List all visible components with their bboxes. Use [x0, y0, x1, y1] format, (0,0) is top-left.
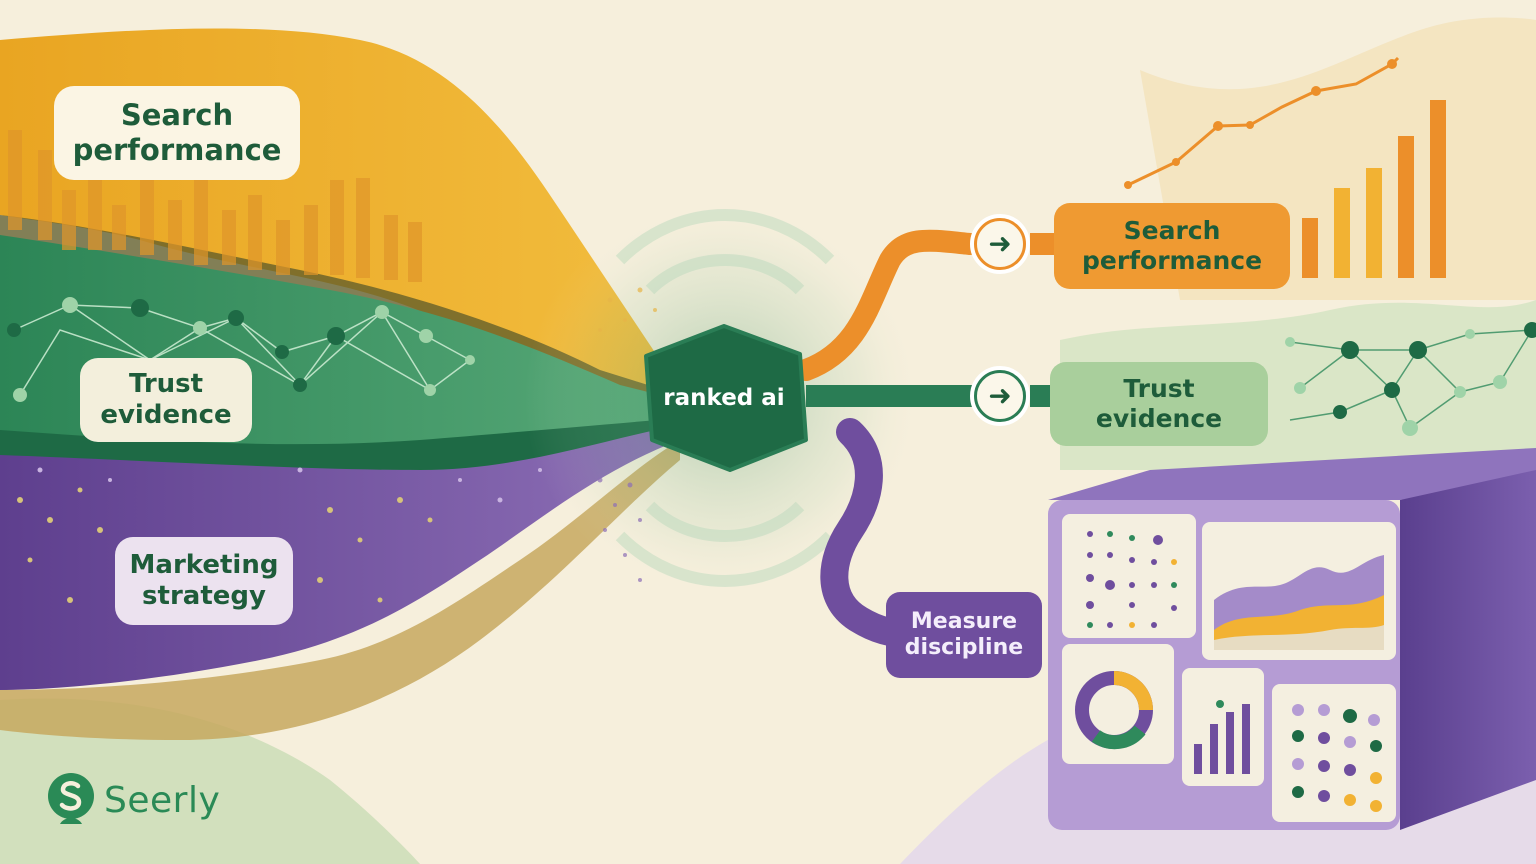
trust-evidence-arrow-button[interactable]: ➜ — [970, 366, 1030, 426]
input-label-line: performance — [72, 133, 282, 167]
search-performance-arrow-button[interactable]: ➜ — [970, 214, 1030, 274]
input-label-line: strategy — [142, 581, 266, 611]
output-label-search-performance: Search performance — [1054, 203, 1290, 289]
input-label-line: Marketing — [129, 549, 279, 580]
output-label-line: Search — [1123, 216, 1221, 245]
input-label-line: Trust — [128, 368, 204, 399]
output-label-line: Measure — [910, 608, 1018, 634]
arrow-button-ring — [974, 370, 1026, 422]
input-label-trust-evidence: Trust evidence — [80, 358, 252, 442]
brand-logo[interactable]: Seerly — [46, 772, 220, 828]
input-label-marketing-strategy: Marketing strategy — [115, 537, 293, 625]
input-label-line: evidence — [100, 400, 232, 430]
seerly-logo-icon — [48, 773, 94, 824]
dashboard-box-icon — [1048, 448, 1536, 830]
input-label-search-performance: Search performance — [54, 86, 300, 180]
arrow-button-ring — [974, 218, 1026, 270]
output-label-measure-discipline: Measure discipline — [886, 592, 1042, 678]
output-label-line: discipline — [904, 635, 1024, 660]
hub-label: ranked ai — [663, 385, 785, 411]
output-label-trust-evidence: Trust evidence — [1050, 362, 1268, 446]
output-label-line: Trust — [1123, 374, 1195, 403]
brand-name: Seerly — [104, 779, 221, 821]
output-label-line: evidence — [1095, 404, 1223, 433]
input-label-line: Search — [120, 98, 234, 133]
output-label-line: performance — [1081, 246, 1263, 275]
ranked-ai-hub[interactable]: ranked ai — [642, 326, 806, 470]
